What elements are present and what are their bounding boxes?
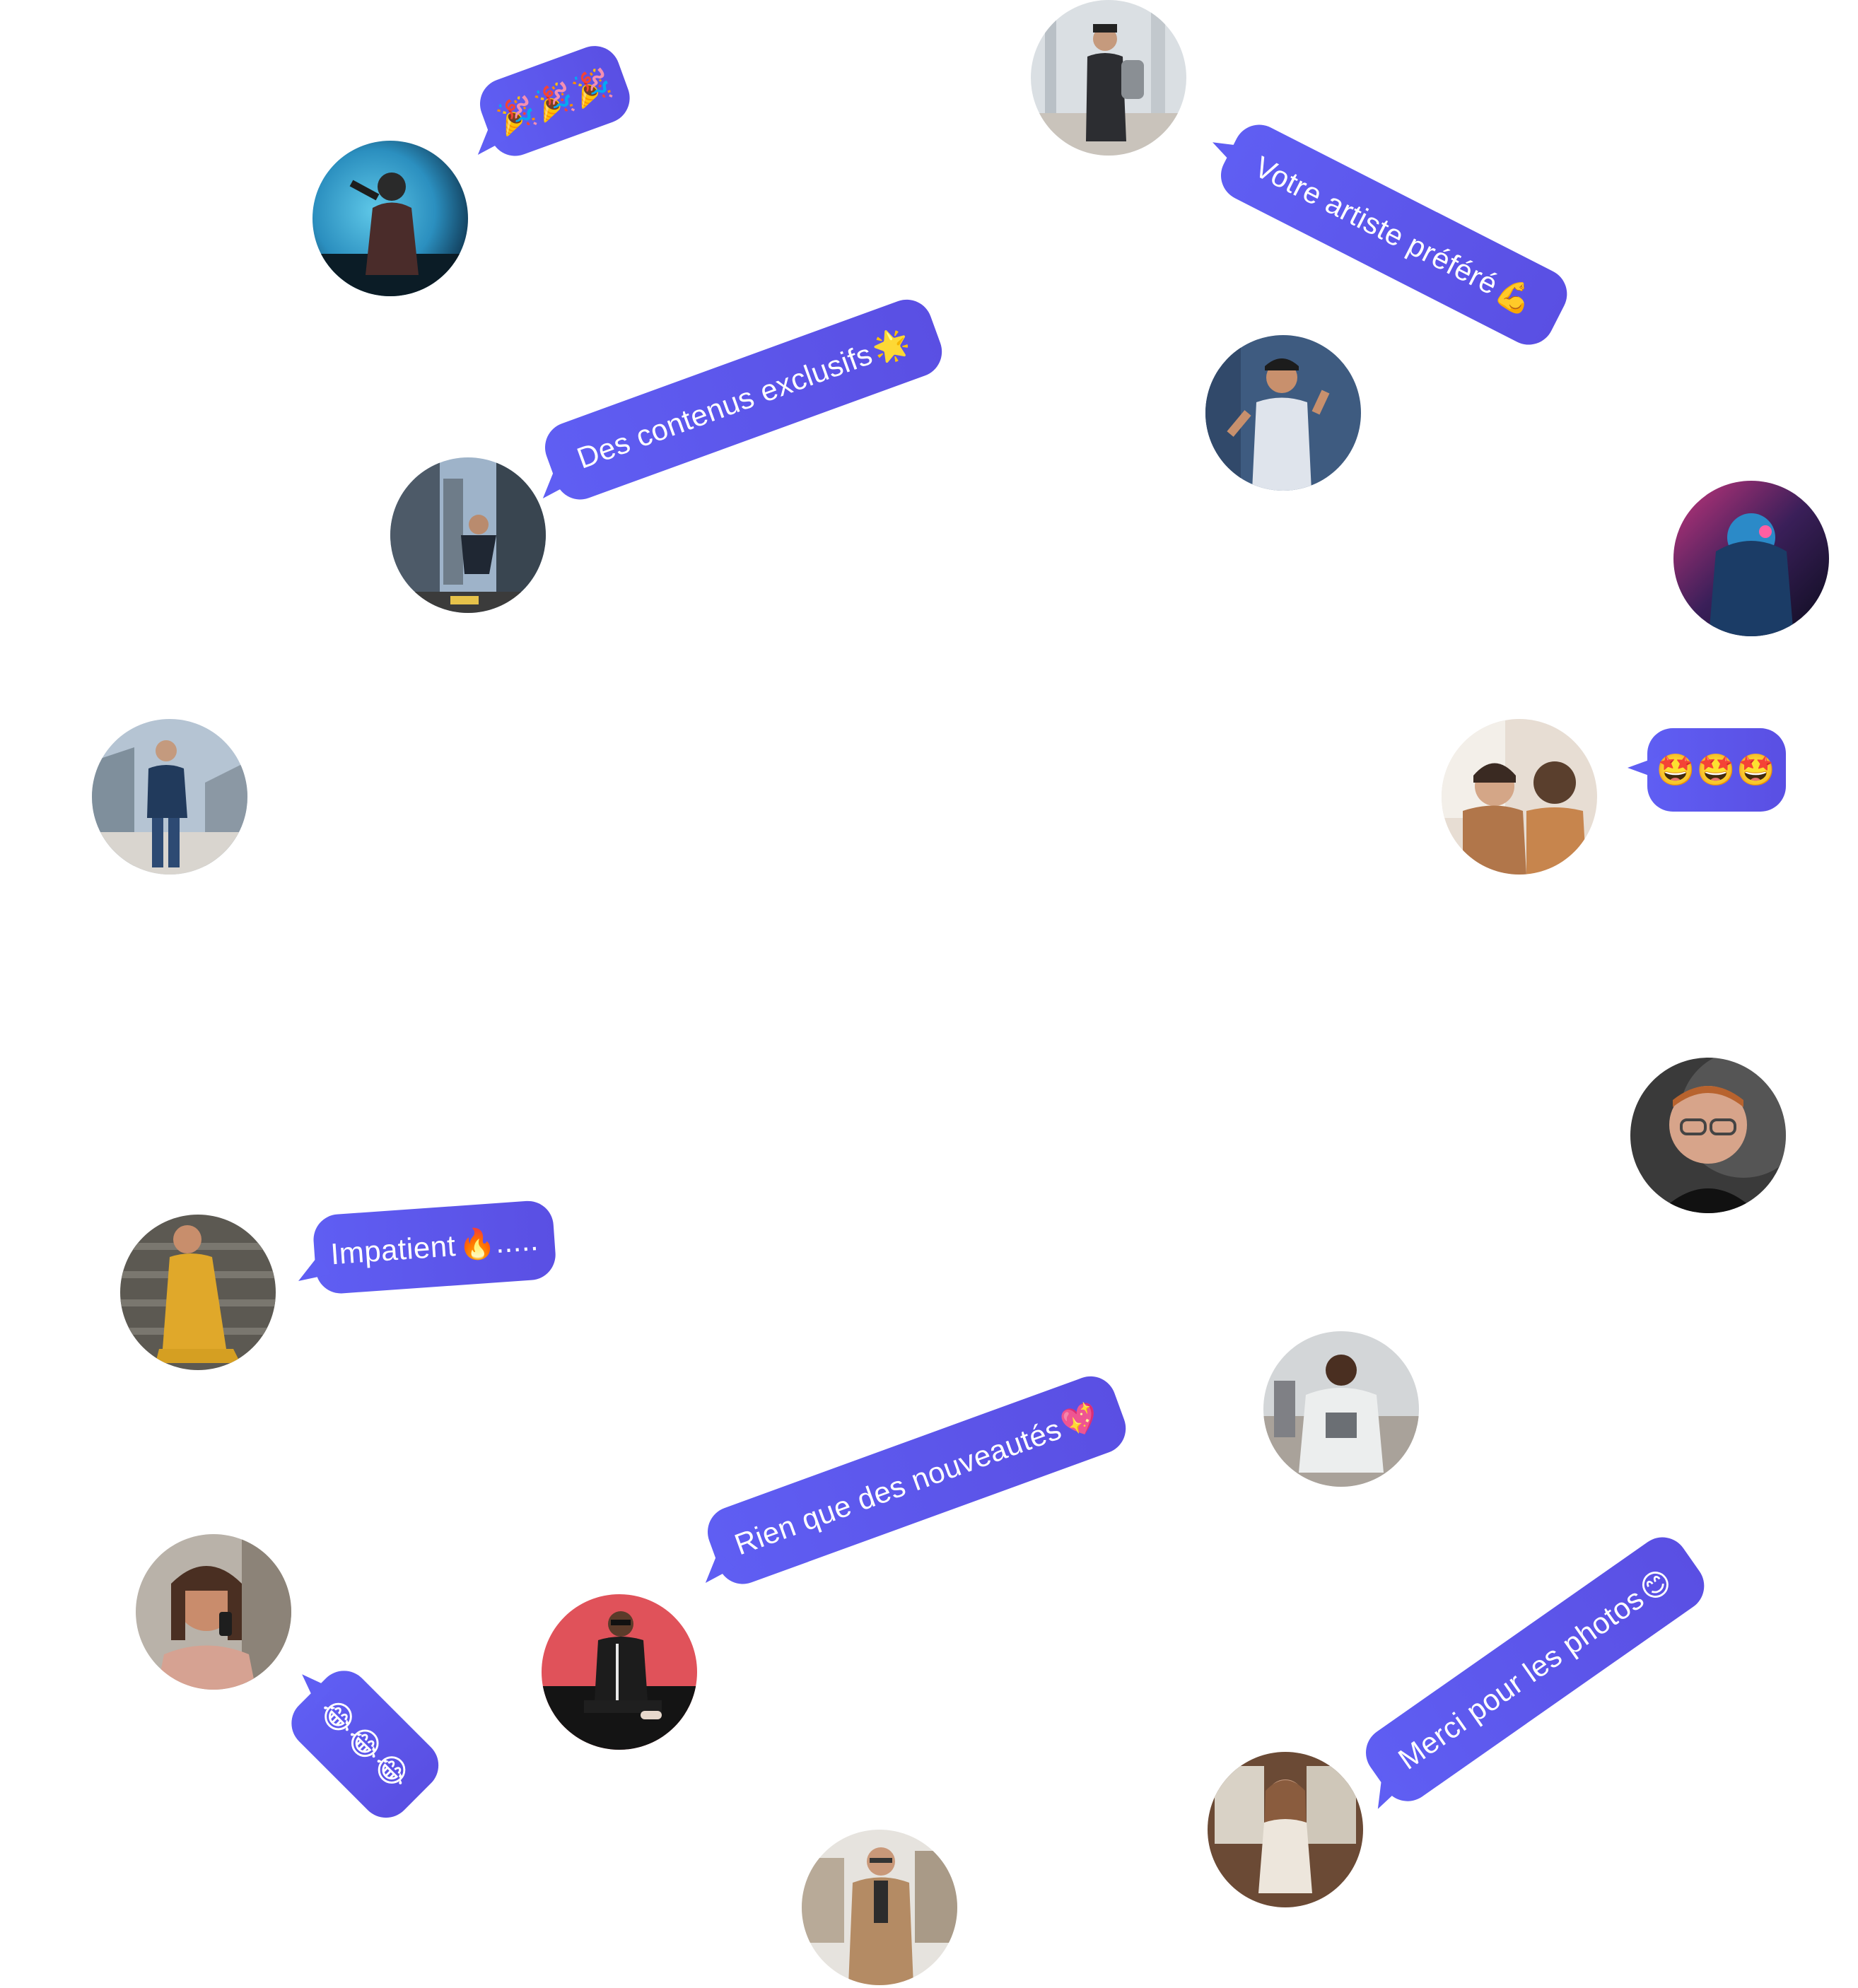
bubble-tail — [1628, 756, 1659, 779]
avatar — [92, 719, 247, 875]
avatar — [136, 1534, 291, 1690]
avatar — [802, 1830, 957, 1985]
message-emoji: 🌟 — [867, 322, 915, 368]
message-text: Merci pour les photos — [1392, 1581, 1650, 1776]
message-emoji: 💖 — [1056, 1398, 1104, 1444]
message-bubble: Votre artiste préféré 💪 — [1207, 116, 1576, 353]
bubble-tail — [292, 1255, 331, 1291]
avatar — [1442, 719, 1597, 875]
message-emoji: 🔥 — [457, 1225, 497, 1263]
avatar — [1630, 1058, 1786, 1213]
message-text: Impatient — [329, 1229, 457, 1271]
avatar — [1031, 0, 1186, 156]
avatar — [1263, 1331, 1419, 1487]
message-bubble: 😂😂😂 — [281, 1660, 450, 1829]
bubble-tail — [1367, 1776, 1403, 1814]
bubble-tail — [1207, 132, 1246, 167]
message-emojis: 🎉🎉🎉 — [492, 64, 618, 139]
avatar — [1208, 1752, 1363, 1907]
bubble-tail — [293, 1666, 332, 1705]
message-text: Votre artiste préféré — [1249, 149, 1504, 301]
avatar — [120, 1215, 276, 1370]
message-bubble: Impatient 🔥 ..... — [292, 1199, 558, 1295]
message-bubble: Rien que des nouveautés 💖 — [696, 1369, 1133, 1591]
avatar — [542, 1594, 697, 1750]
bubble-tail — [534, 467, 573, 506]
message-bubble: Des contenus exclusifs 🌟 — [534, 292, 950, 507]
avatar — [312, 141, 468, 296]
message-bubble: 🤩🤩🤩 — [1628, 728, 1786, 812]
message-emojis: 😂😂😂 — [312, 1691, 418, 1797]
bubble-tail — [696, 1552, 735, 1591]
message-bubble: Merci pour les photos 😊 — [1355, 1527, 1714, 1814]
message-text: Rien que des nouveautés — [730, 1412, 1066, 1562]
message-bubble: 🎉🎉🎉 — [469, 38, 637, 163]
message-text: Des contenus exclusifs — [572, 337, 877, 475]
avatar — [1205, 335, 1361, 491]
message-suffix: ..... — [494, 1222, 540, 1260]
avatar — [390, 457, 546, 613]
avatar — [1673, 481, 1829, 636]
message-emojis: 🤩🤩🤩 — [1656, 752, 1777, 788]
